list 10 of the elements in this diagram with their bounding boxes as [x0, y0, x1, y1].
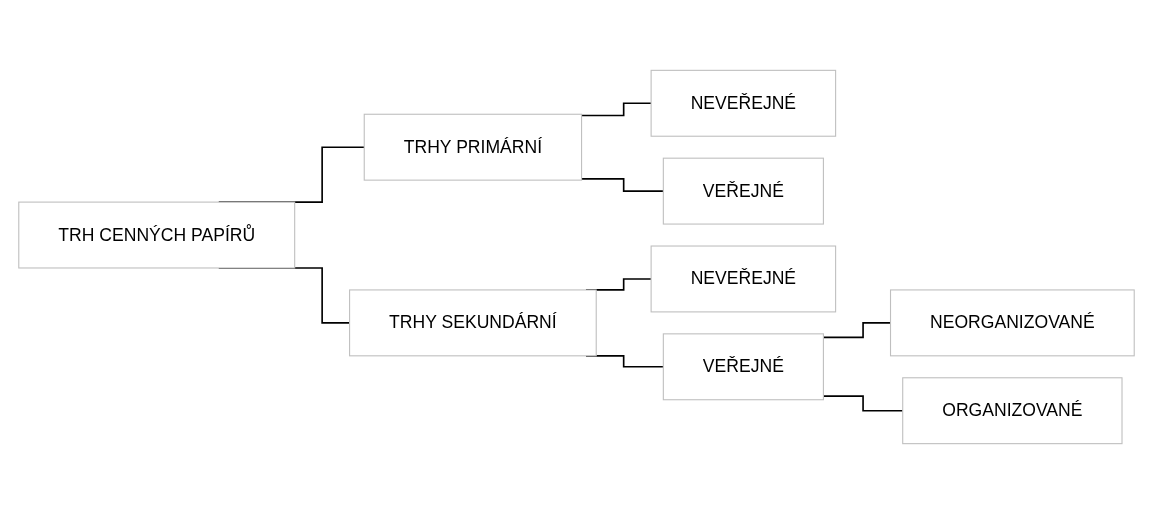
- node-box: ORGANIZOVANÉ: [902, 376, 1123, 444]
- node-box: NEVEŘEJNÉ: [650, 69, 837, 137]
- connector: [580, 101, 652, 116]
- node-box: TRHY PRIMÁRNÍ: [363, 113, 583, 181]
- node-box: VEŘEJNÉ: [662, 332, 824, 400]
- node-box: NEORGANIZOVANÉ: [889, 288, 1135, 356]
- node-box: TRH CENNÝCH PAPÍRŮ: [18, 201, 296, 269]
- node-box: NEVEŘEJNÉ: [650, 244, 837, 312]
- node-box: TRHY SEKUNDÁRNÍ: [349, 288, 597, 356]
- node-box: VEŘEJNÉ: [662, 157, 824, 225]
